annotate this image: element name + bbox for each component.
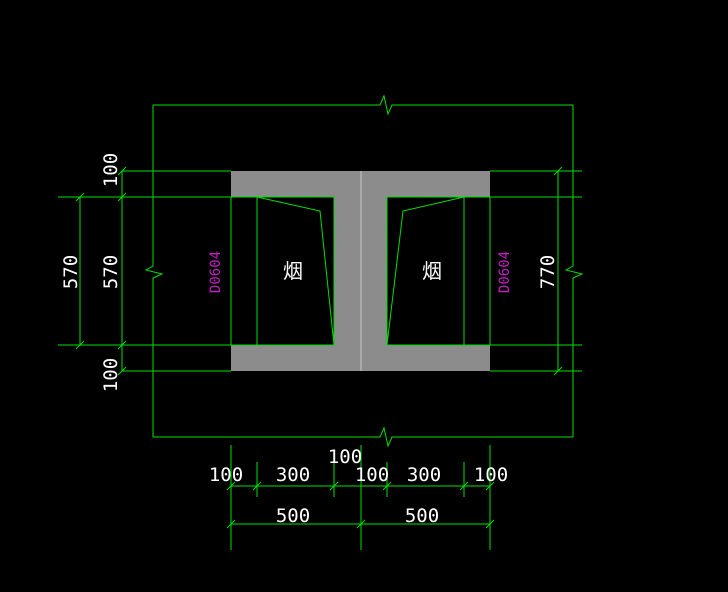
- dim-bottom-seg-3: 100: [355, 464, 389, 486]
- dim-bottom-seg-5: 100: [474, 464, 508, 486]
- extension-lines: [58, 170, 582, 550]
- dim-left-outer: 570: [60, 255, 82, 289]
- dimension-ticks: [75, 166, 563, 529]
- flue-right-label: 烟: [422, 259, 442, 283]
- flue-left-label: 烟: [283, 259, 303, 283]
- dim-bottom-half-left: 500: [276, 505, 310, 527]
- dim-top-center: 100: [328, 446, 362, 468]
- dim-bottom-seg-4: 300: [407, 464, 441, 486]
- flue-openings: [230, 196, 491, 346]
- dim-left-mid: 570: [100, 255, 122, 289]
- dim-right-total: 770: [537, 255, 559, 289]
- dim-left-bottom: 100: [100, 358, 122, 392]
- tag-right: D0604: [497, 251, 513, 293]
- dim-bottom-seg-1: 100: [209, 464, 243, 486]
- dim-bottom-half-right: 500: [405, 505, 439, 527]
- break-line-boundary: [144, 94, 584, 448]
- dim-left-top: 100: [100, 153, 122, 187]
- dim-bottom-seg-2: 300: [276, 464, 310, 486]
- tag-left: D0604: [208, 251, 224, 293]
